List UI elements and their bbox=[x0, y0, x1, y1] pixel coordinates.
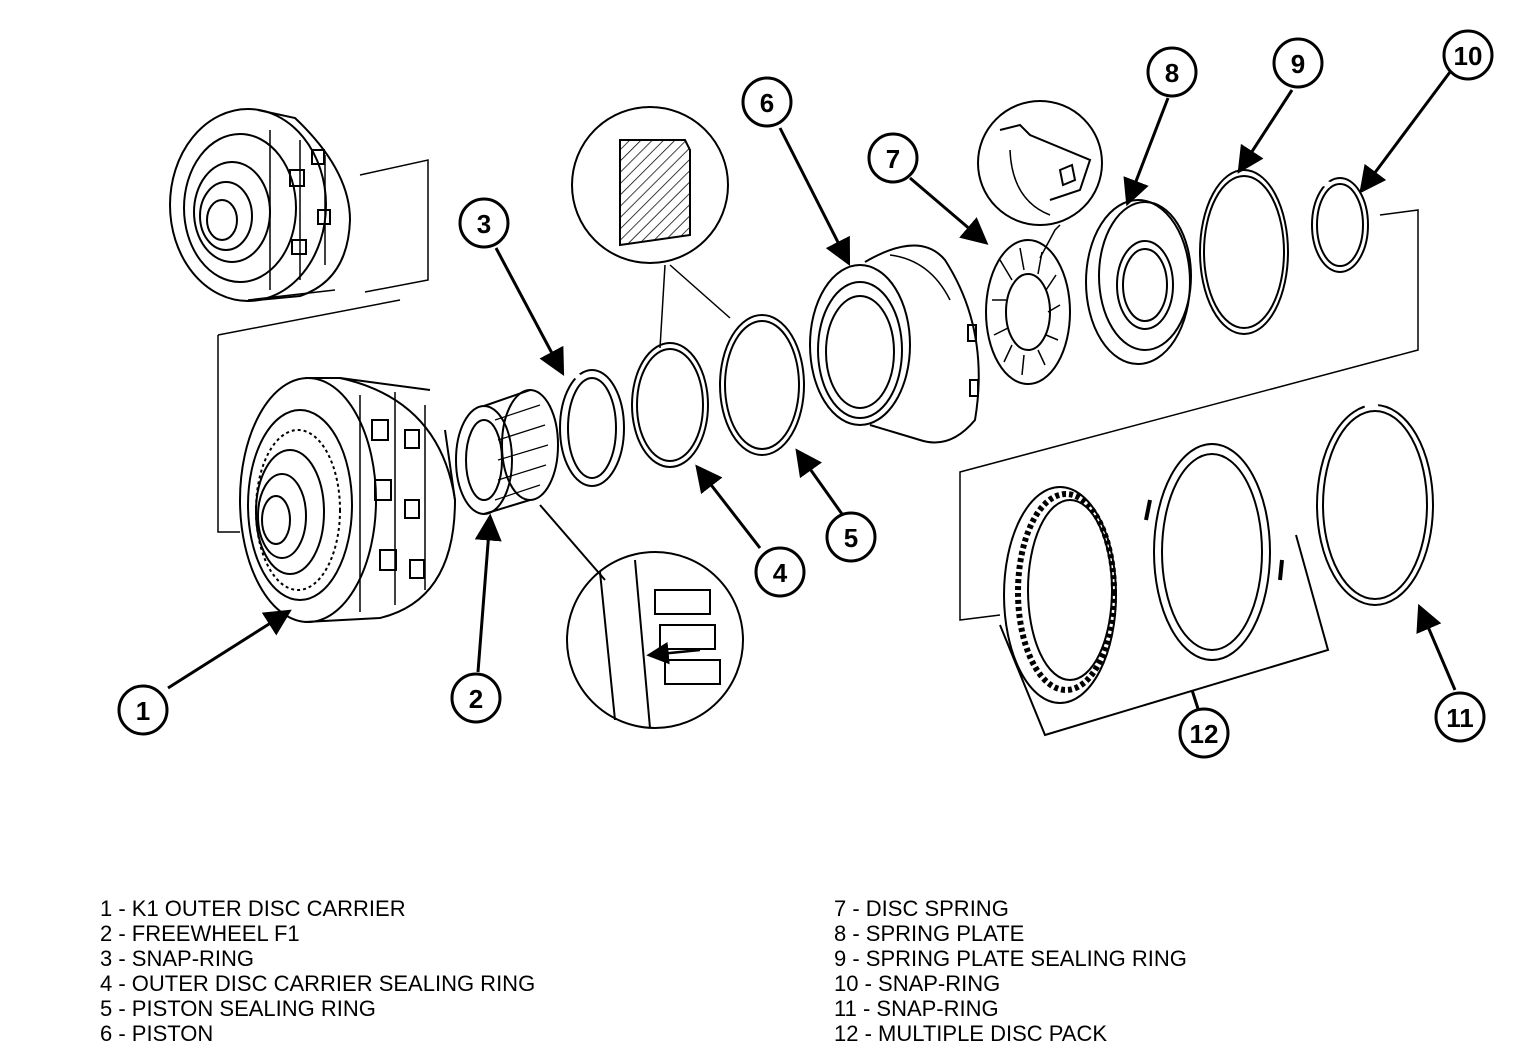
legend-right: 7 - DISC SPRING 8 - SPRING PLATE 9 - SPR… bbox=[834, 896, 1187, 1046]
legend-item: 1 - K1 OUTER DISC CARRIER bbox=[100, 896, 406, 921]
callout-arrows bbox=[167, 71, 1457, 716]
snap-ring-small bbox=[1311, 177, 1369, 273]
callout-7: 7 bbox=[886, 144, 900, 174]
multiple-disc-pack bbox=[999, 443, 1330, 737]
alignment-lines bbox=[217, 159, 429, 533]
callout-12: 12 bbox=[1190, 719, 1219, 749]
legend-item: 9 - SPRING PLATE SEALING RING bbox=[834, 946, 1187, 971]
alignment-lines-right bbox=[959, 209, 1419, 621]
legend-left: 1 - K1 OUTER DISC CARRIER 2 - FREEWHEEL … bbox=[100, 896, 535, 1046]
legend-item: 10 - SNAP-RING bbox=[834, 971, 1001, 996]
piston-sealing-ring bbox=[719, 314, 805, 456]
callout-4: 4 bbox=[773, 558, 788, 588]
legend-item: 7 - DISC SPRING bbox=[834, 896, 1009, 921]
legend-item: 3 - SNAP-RING bbox=[100, 946, 255, 971]
legend-item: 4 - OUTER DISC CARRIER SEALING RING bbox=[100, 971, 536, 996]
disc-spring bbox=[985, 239, 1071, 385]
legend-item: 6 - PISTON bbox=[100, 1021, 214, 1046]
callout-2: 2 bbox=[469, 684, 483, 714]
snap-ring bbox=[559, 369, 625, 487]
callout-8: 8 bbox=[1165, 58, 1179, 88]
callout-6: 6 bbox=[760, 88, 774, 118]
legend-item: 11 - SNAP-RING bbox=[834, 996, 999, 1021]
callout-9: 9 bbox=[1291, 49, 1305, 79]
spring-plate bbox=[1085, 199, 1192, 365]
callout-1: 1 bbox=[136, 696, 150, 726]
legend-item: 5 - PISTON SEALING RING bbox=[100, 996, 376, 1021]
callout-5: 5 bbox=[844, 523, 858, 553]
outer-disc-carrier-top-view bbox=[169, 108, 352, 302]
piston bbox=[809, 244, 980, 444]
callout-circles bbox=[117, 29, 1494, 759]
outer-disc-carrier-sealing-ring bbox=[631, 342, 709, 468]
freewheel bbox=[455, 389, 559, 515]
freewheel-detail-view bbox=[539, 504, 744, 729]
sealing-ring-detail-view bbox=[571, 106, 731, 349]
outer-disc-carrier bbox=[239, 377, 457, 623]
disc-spring-detail-view bbox=[977, 100, 1103, 259]
legend-item: 8 - SPRING PLATE bbox=[834, 921, 1025, 946]
legend-item: 12 - MULTIPLE DISC PACK bbox=[834, 1021, 1108, 1046]
callout-10: 10 bbox=[1454, 41, 1483, 71]
legend-item: 2 - FREEWHEEL F1 bbox=[100, 921, 300, 946]
snap-ring-large bbox=[1316, 402, 1434, 606]
callout-11: 11 bbox=[1446, 703, 1474, 733]
callout-3: 3 bbox=[477, 209, 491, 239]
spring-plate-sealing-ring bbox=[1199, 169, 1289, 335]
